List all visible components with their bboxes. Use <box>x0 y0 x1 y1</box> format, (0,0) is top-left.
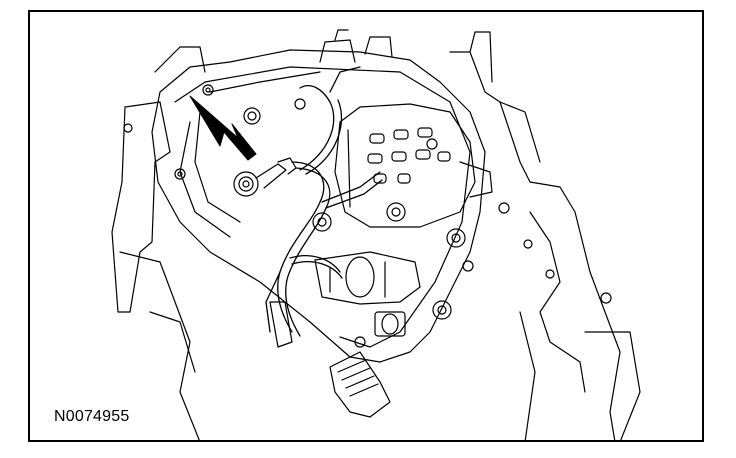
transmission-valve-body-illustration <box>111 29 641 440</box>
valve-body-plate <box>151 29 486 363</box>
bolt <box>294 98 306 110</box>
figure-id-label: N0074955 <box>52 408 132 426</box>
bolt <box>432 300 452 320</box>
callout-arrow-icon <box>189 95 257 161</box>
bolt <box>386 202 406 222</box>
harness-connector <box>269 301 391 418</box>
wiring-harness <box>265 66 383 337</box>
bolt <box>243 107 261 125</box>
right-casting <box>449 31 641 440</box>
left-casting <box>111 46 206 440</box>
bolt <box>462 260 474 272</box>
bolt <box>426 138 438 150</box>
illustration-frame: N0074955 <box>28 10 704 442</box>
solenoid-body-cover <box>334 103 493 228</box>
sensor <box>233 157 297 197</box>
bolt <box>354 336 366 348</box>
bolt <box>202 84 214 96</box>
bolt <box>446 228 466 248</box>
bolt <box>174 168 186 180</box>
transmission-range-sensor <box>314 251 421 337</box>
